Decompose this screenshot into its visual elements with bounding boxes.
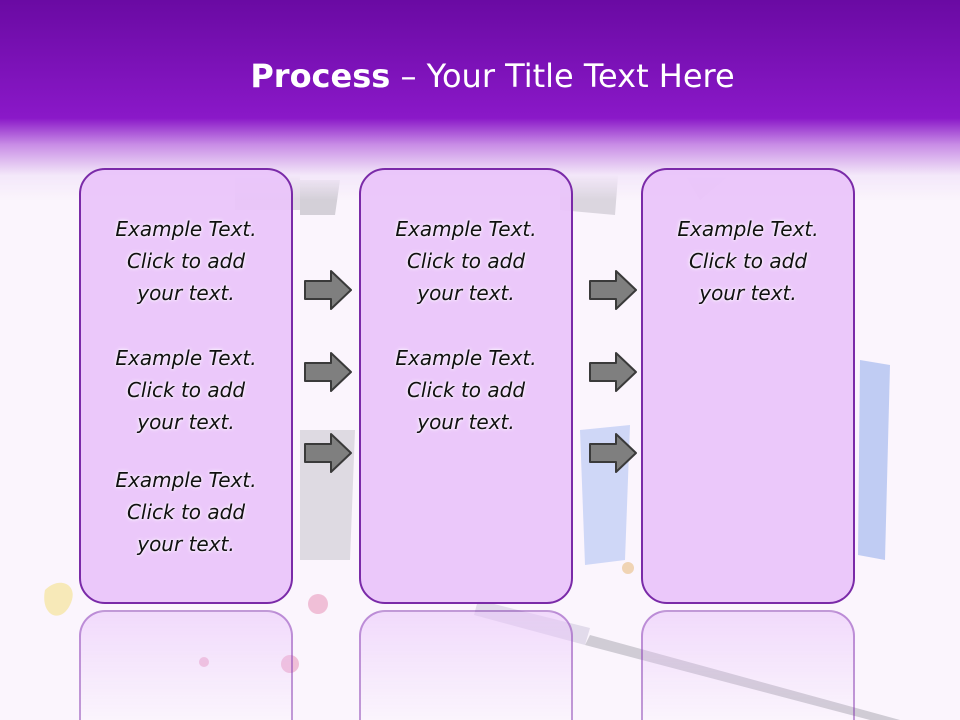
title-bold: Process: [250, 57, 391, 95]
arrow-right-icon[interactable]: [588, 351, 638, 393]
text-placeholder[interactable]: Example Text. Click to add your text.: [115, 217, 257, 305]
box-reflection: [359, 610, 573, 720]
box-reflection: [641, 610, 855, 720]
process-box-3[interactable]: Example Text. Click to add your text.: [641, 168, 855, 604]
arrow-right-icon[interactable]: [303, 351, 353, 393]
text-placeholder[interactable]: Example Text. Click to add your text.: [395, 346, 537, 434]
text-placeholder[interactable]: Example Text. Click to add your text.: [115, 346, 257, 434]
text-placeholder[interactable]: Example Text. Click to add your text.: [677, 217, 819, 305]
arrow-right-icon[interactable]: [303, 432, 353, 474]
title-rest: – Your Title Text Here: [390, 57, 735, 95]
arrow-right-icon[interactable]: [303, 269, 353, 311]
arrow-right-icon[interactable]: [588, 269, 638, 311]
process-box-1[interactable]: Example Text. Click to add your text. Ex…: [79, 168, 293, 604]
arrow-right-icon[interactable]: [588, 432, 638, 474]
title-banner: [0, 0, 960, 200]
slide-title[interactable]: Process – Your Title Text Here: [0, 52, 960, 100]
box-reflection: [79, 610, 293, 720]
text-placeholder[interactable]: Example Text. Click to add your text.: [395, 217, 537, 305]
text-placeholder[interactable]: Example Text. Click to add your text.: [115, 468, 257, 556]
process-box-2[interactable]: Example Text. Click to add your text. Ex…: [359, 168, 573, 604]
